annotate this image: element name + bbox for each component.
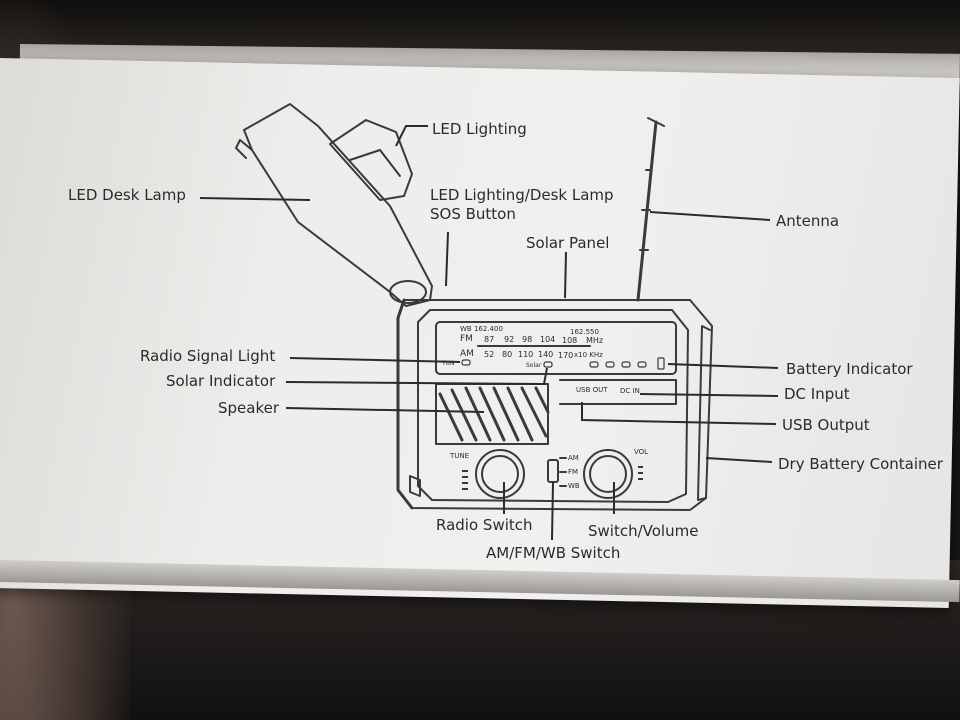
leader-radio-signal [289,357,461,363]
leader-solar-indicator [285,367,548,386]
dial-fm-value: 92 [504,335,515,344]
battery-icon [657,357,665,370]
label-speaker: Speaker [218,399,280,417]
dial-fm-value: 98 [522,335,533,344]
dial-fm-value: 104 [540,335,556,344]
dial-am-value: 140 [538,350,554,359]
leader-led-sos [445,231,449,287]
label-amfmwb-switch: AM/FM/WB Switch [486,544,621,562]
label-solar-panel: Solar Panel [526,234,610,252]
label-dry-battery-container: Dry Battery Container [778,455,943,473]
label-dc-input: DC Input [784,385,850,403]
leader-usb-output [581,402,777,425]
leader-antenna [649,211,771,221]
leader-speaker [285,407,485,413]
label-led-sos-line2: SOS Button [430,205,516,223]
leader-led-lighting [395,125,428,147]
label-radio-switch: Radio Switch [436,516,533,534]
label-solar-indicator: Solar Indicator [166,372,276,390]
label-led-lighting: LED Lighting [432,120,527,138]
dial-am-value: 170 [558,351,574,360]
label-usb-output: USB Output [782,416,870,434]
leader-dry-battery [705,457,773,463]
band-wb-label: WB [568,482,580,490]
dial-fm-value: 87 [484,335,495,344]
leader-amfmwb [551,481,554,541]
leader-dc-input [639,393,779,397]
dial-am-label: AM [460,349,474,359]
label-antenna: Antenna [776,212,840,230]
label-led-sos-line1: LED Lighting/Desk Lamp [430,186,614,204]
dial-tun-label: TUN [442,360,455,367]
band-fm-label: FM [568,468,579,476]
label-switch-volume: Switch/Volume [588,522,699,540]
dial-wb-start: WB 162.400 [460,325,503,333]
solar-led [543,361,553,368]
dial-am-value: 52 [484,350,495,359]
band-am-label: AM [568,454,579,462]
volume-knob [583,449,633,499]
leader-led-desk-lamp [199,197,311,201]
dial-am-value: 110 [518,350,534,359]
vol-label: VOL [634,448,649,456]
dial-window [435,321,677,375]
tune-label: TUNE [450,452,470,460]
dial-am-value: 80 [502,350,513,359]
desk-lamp-lid [243,103,433,307]
label-radio-signal-light: Radio Signal Light [140,347,276,365]
dial-am-unit: x10 KHz [574,351,603,359]
dc-in-label: DC IN [620,387,640,395]
leader-solar-panel [564,251,567,299]
led-head [329,119,413,201]
dial-fm-unit: MHz [586,336,604,345]
tune-knob [475,449,525,499]
label-battery-indicator: Battery Indicator [786,360,913,378]
leader-battery [667,363,779,369]
dial-fm-value: 108 [562,336,578,345]
label-led-desk-lamp: LED Desk Lamp [68,186,186,204]
dial-fm-label: FM [460,334,473,344]
tun-led [461,359,471,366]
dial-solar-label: Solar [526,362,542,369]
dial-wb-end: 162.550 [570,328,599,336]
band-switch [547,459,559,483]
usb-out-label: USB OUT [576,386,608,394]
